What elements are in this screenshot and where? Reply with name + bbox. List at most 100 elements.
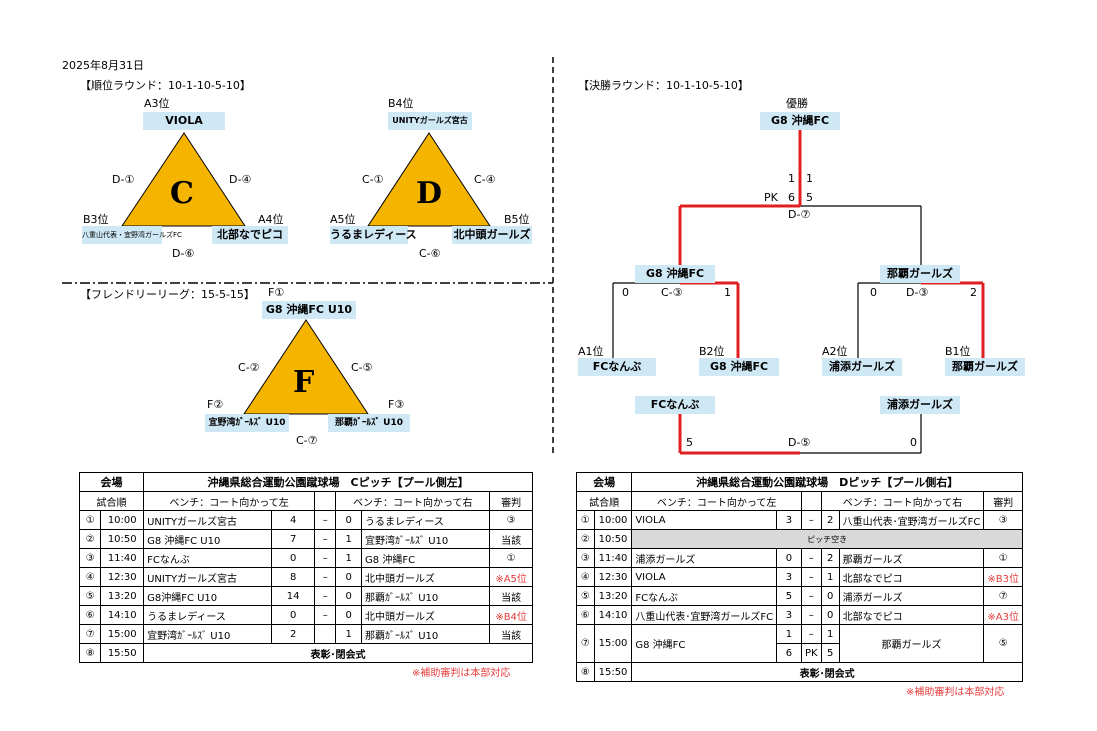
- semi-right-winner: 那覇ガールズ: [880, 265, 960, 283]
- home-team: VIOLA: [631, 510, 778, 530]
- score-dash: –: [314, 529, 337, 549]
- c-bottom-match: D-⑥: [172, 247, 195, 260]
- referee: ※A3位: [983, 605, 1023, 625]
- away-score: 0: [335, 605, 363, 625]
- match-no: ⑥: [576, 605, 595, 625]
- home-team: うるまレディース: [143, 605, 273, 625]
- date-label: 2025年8月31日: [62, 59, 144, 72]
- group-f-letter: F: [293, 365, 315, 400]
- semi-right-score-left: 0: [870, 286, 877, 299]
- f-bottom-match: C-⑦: [296, 434, 318, 447]
- rank-round-title: 【順位ラウンド：10-1-10-5-10】: [80, 79, 251, 92]
- c-left-pos: B3位: [83, 213, 109, 226]
- score-dash: –: [800, 605, 822, 625]
- home-team: G8 沖縄FC U10: [143, 529, 273, 549]
- home-team: UNITYガールズ宮古: [143, 510, 273, 530]
- semi-right-match: D-③: [906, 286, 929, 299]
- schedule-table-c: 会場 沖縄県総合運動公園蹴球場 Cピッチ【プール側左】 試合順 ベンチ：コート向…: [78, 472, 533, 663]
- home-team: G8沖縄FC U10: [143, 586, 273, 606]
- final-score-right: 1: [806, 172, 813, 185]
- venue-name: 沖縄県総合運動公園蹴球場 Dピッチ【プール側右】: [631, 472, 1023, 492]
- away-score: 0: [335, 586, 363, 606]
- semi-left-score-right: 1: [724, 286, 731, 299]
- away-score: 2: [820, 510, 840, 530]
- home-score: 2: [271, 624, 316, 644]
- group-d-letter: D: [416, 176, 443, 211]
- away-score: 1: [820, 567, 840, 587]
- final-match: D-⑦: [788, 208, 811, 221]
- score-dash: –: [800, 567, 822, 587]
- final-round-title: 【決勝ラウンド：10-1-10-5-10】: [578, 79, 749, 92]
- third-score-right: 0: [910, 436, 917, 449]
- semi-left-match: C-③: [661, 286, 683, 299]
- triangle-f: [243, 319, 369, 415]
- d-right-pos: B5位: [504, 213, 530, 226]
- final-home-score: 1: [776, 624, 802, 644]
- final-pk-right: 5: [806, 191, 813, 204]
- break-no: ②: [576, 529, 595, 549]
- home-score: 8: [271, 567, 316, 587]
- referee-label: 審判: [489, 491, 533, 511]
- away-team: 宜野湾ｶﾞｰﾙｽﾞ U10: [361, 529, 491, 549]
- final-pk-label: PK: [764, 191, 778, 204]
- referee: 当該: [489, 529, 533, 549]
- home-score: 3: [776, 510, 802, 530]
- match-time: 12:30: [593, 567, 633, 587]
- friendly-title: 【フレンドリーリーグ：15-5-15】: [80, 288, 255, 301]
- c-left-match: D-①: [112, 173, 135, 186]
- bench-left-label: ベンチ：コート向かって左: [143, 491, 316, 511]
- match-no: ①: [576, 510, 595, 530]
- home-team: UNITYガールズ宮古: [143, 567, 273, 587]
- third-right-team: 浦添ガールズ: [880, 396, 960, 414]
- bench-left-label: ベンチ：コート向かって左: [631, 491, 802, 511]
- final-home-pk: 6: [776, 643, 802, 663]
- champion-team: G8 沖縄FC: [760, 112, 840, 130]
- match-no: ③: [576, 548, 595, 568]
- order-label: 試合順: [78, 491, 145, 511]
- d-right-match: C-④: [474, 173, 496, 186]
- match-no: ①: [78, 510, 102, 530]
- referee: ①: [489, 548, 533, 568]
- f-top-pos: F①: [268, 286, 285, 299]
- referee-note-c: ※補助審判は本部対応: [412, 668, 511, 679]
- final-home-team: G8 沖縄FC: [631, 624, 778, 663]
- away-score: 0: [820, 605, 840, 625]
- match-time: 11:40: [593, 548, 633, 568]
- d-bottom-match: C-⑥: [419, 247, 441, 260]
- closing-no: ⑧: [576, 662, 595, 682]
- referee: ※A5位: [489, 567, 533, 587]
- match-no: ④: [78, 567, 102, 587]
- home-team: 浦添ガールズ: [631, 548, 778, 568]
- away-team: 那覇ｶﾞｰﾙｽﾞ U10: [361, 624, 491, 644]
- match-time: 15:00: [100, 624, 145, 644]
- order-label: 試合順: [575, 491, 633, 511]
- home-score: 0: [271, 548, 316, 568]
- venue-label: 会場: [575, 472, 633, 492]
- c-right-pos: A4位: [258, 213, 284, 226]
- closing-ceremony: 表彰･閉会式: [143, 643, 533, 663]
- d-left-team: うるまレディース: [330, 226, 417, 244]
- final-pk-label: PK: [800, 643, 822, 663]
- score-dash: –: [800, 548, 822, 568]
- match-no: ⑥: [78, 605, 102, 625]
- final-score-left: 1: [788, 172, 795, 185]
- home-score: 0: [271, 605, 316, 625]
- bench-right-label: ベンチ：コート向かって右: [335, 491, 491, 511]
- score-dash: –: [314, 510, 337, 530]
- away-team: 北部なでピコ: [838, 605, 985, 625]
- score-dash: –: [314, 605, 337, 625]
- referee: ③: [983, 510, 1023, 530]
- referee-note-d: ※補助審判は本部対応: [906, 687, 1005, 698]
- f-right-match: C-⑤: [351, 361, 373, 374]
- away-team: 浦添ガールズ: [838, 586, 985, 606]
- away-score: 1: [335, 529, 363, 549]
- closing-time: 15:50: [593, 662, 633, 682]
- match-no: ②: [78, 529, 102, 549]
- match-time: 10:00: [593, 510, 633, 530]
- entrant-2-team: G8 沖縄FC: [699, 358, 779, 376]
- away-score: 0: [335, 567, 363, 587]
- schedule-table-d: 会場 沖縄県総合運動公園蹴球場 Dピッチ【プール側右】 試合順 ベンチ：コート向…: [575, 472, 1023, 682]
